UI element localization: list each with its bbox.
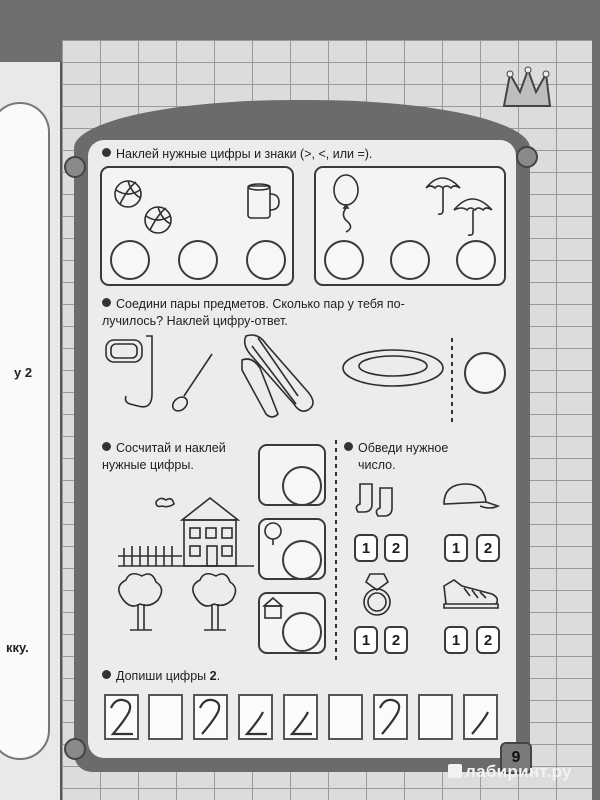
task4-instruction: Обведи нужное	[344, 440, 448, 457]
choice-number[interactable]: 2	[476, 534, 500, 562]
labirint-logo-icon	[448, 764, 462, 778]
choice-number[interactable]: 2	[384, 626, 408, 654]
sticker-circle[interactable]	[246, 240, 286, 280]
tracing-cell[interactable]	[283, 694, 318, 740]
balloon-icon	[333, 174, 359, 233]
frame-bolt	[516, 146, 538, 168]
house-scene	[118, 496, 254, 631]
choice-number[interactable]: 2	[476, 626, 500, 654]
left-page-snippet: у 2	[14, 365, 33, 380]
tracing-cell[interactable]	[373, 694, 408, 740]
choice-number[interactable]: 1	[444, 626, 468, 654]
bullet-icon	[102, 670, 111, 679]
bullet-icon	[102, 148, 111, 157]
page-number: 9	[500, 742, 532, 774]
choice-number[interactable]: 1	[354, 534, 378, 562]
watermark: лабиринт.ру	[448, 762, 572, 782]
plate-icon	[342, 349, 444, 387]
tree-icon	[118, 572, 163, 631]
sneakers-icon	[443, 579, 499, 609]
task5-instruction: Допиши цифры 2.	[102, 668, 220, 685]
left-page	[0, 62, 62, 800]
choice-number[interactable]: 1	[354, 626, 378, 654]
tree-icon	[264, 522, 282, 545]
tracing-cell[interactable]	[104, 694, 139, 740]
task2-instruction-line2: лучилось? Наклей цифру-ответ.	[102, 314, 288, 328]
bullet-icon	[102, 442, 111, 451]
snorkel-mask-icon	[105, 335, 153, 408]
sticker-circle[interactable]	[324, 240, 364, 280]
left-page-panel	[0, 102, 50, 760]
umbrella-icon	[425, 177, 493, 236]
dotted-separator	[451, 338, 453, 422]
bullet-icon	[344, 442, 353, 451]
count-circle[interactable]	[282, 466, 322, 506]
mug-icon	[247, 183, 280, 219]
sticker-circle[interactable]	[178, 240, 218, 280]
volleyball-icon	[114, 180, 172, 234]
task2-instruction: Соедини пары предметов. Сколько пар у те…	[102, 296, 405, 313]
task4-instruction-line2: число.	[358, 458, 396, 472]
task1-instruction: Наклей нужные цифры и знаки (>, <, или =…	[102, 146, 372, 163]
house-icon	[179, 496, 241, 567]
tracing-cell[interactable]	[238, 694, 273, 740]
answer-circle[interactable]	[464, 352, 506, 394]
socks-icon	[355, 483, 393, 517]
tracing-cell[interactable]	[418, 694, 453, 740]
spoon-icon	[171, 353, 213, 412]
ring-icon	[363, 573, 391, 616]
tracing-cell[interactable]	[463, 694, 498, 740]
task3-instruction-line2: нужные цифры.	[102, 458, 194, 472]
bullet-icon	[102, 298, 111, 307]
cap-icon	[443, 483, 500, 509]
frame-bolt	[64, 156, 86, 178]
sticker-circle[interactable]	[110, 240, 150, 280]
frame-bolt	[64, 738, 86, 760]
tracing-cell[interactable]	[193, 694, 228, 740]
tree-icon	[192, 572, 237, 631]
crown-icon	[502, 66, 552, 107]
count-circle[interactable]	[282, 540, 322, 580]
choice-number[interactable]: 1	[444, 534, 468, 562]
left-page-snippet: кку.	[6, 640, 29, 655]
tracing-cell[interactable]	[328, 694, 363, 740]
dotted-separator	[335, 440, 337, 660]
flippers-icon	[241, 334, 314, 418]
sticker-circle[interactable]	[456, 240, 496, 280]
choice-number[interactable]: 2	[384, 534, 408, 562]
task3-instruction: Сосчитай и наклей	[102, 440, 226, 457]
house-icon	[262, 596, 284, 619]
count-circle[interactable]	[282, 612, 322, 652]
sticker-circle[interactable]	[390, 240, 430, 280]
tracing-cell[interactable]	[148, 694, 183, 740]
